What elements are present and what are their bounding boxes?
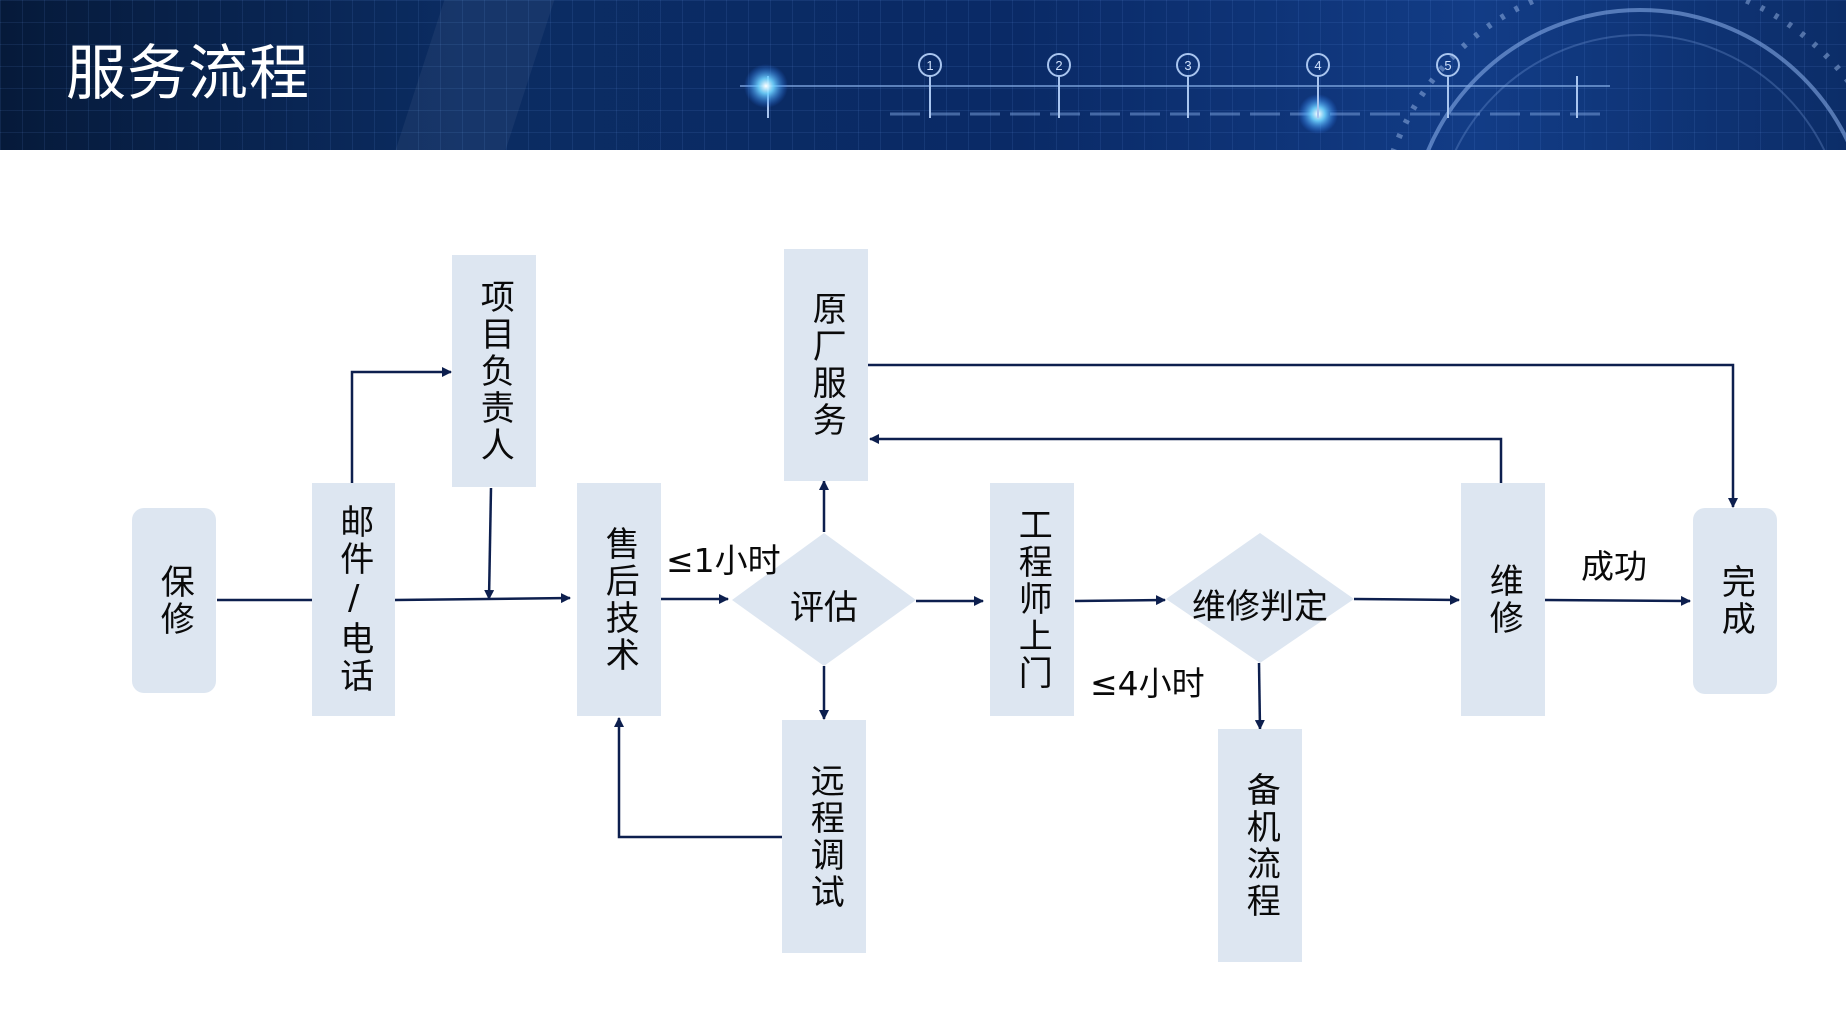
step-marker-circle [1047,53,1071,77]
node-youjian-dianhua-label: 邮件/电话 [333,504,374,695]
node-gongchengshi-shangmen-label: 工程师上门 [1012,507,1053,692]
pinggu-diamond-shape [732,533,916,666]
label-success: 成功 [1581,547,1647,586]
node-baoxiu-label: 保修 [154,563,195,638]
node-gongchengshi-shangmen: 工程师上门 [990,483,1074,716]
node-yuancheng-tiaoshi-label: 远程调试 [804,762,845,911]
node-xiangmu-fuzeren: 项目负责人 [452,255,536,487]
glow-dot [744,64,788,108]
step-marker-circle [918,53,942,77]
header-decoration: 1 2 3 4 5 [740,0,1846,150]
node-yuanchang-fuwu-label: 原厂服务 [806,291,847,439]
step-marker-number: 5 [1444,58,1451,73]
node-weixiu: 维修 [1461,483,1545,716]
step-marker-circle [1176,53,1200,77]
step-marker-number: 2 [1055,58,1062,73]
step-marker-number: 4 [1314,58,1321,73]
node-yuancheng-tiaoshi: 远程调试 [782,720,866,953]
node-wancheng-label: 完成 [1715,564,1756,638]
node-beiji-liucheng: 备机流程 [1218,729,1302,962]
node-yuanchang-fuwu: 原厂服务 [784,249,868,481]
weixiu-panding-diamond-shape [1166,533,1354,663]
arrow-panding-to-weixiu [1353,594,1460,605]
node-shouhou-jishu-label: 售后技术 [599,525,640,674]
arrow-weixiu-to-wancheng [1544,595,1691,606]
step-marker-circle [1306,53,1330,77]
arrow-mail-to-shouhou [394,593,571,604]
node-weixiu-label: 维修 [1483,562,1524,637]
arrow-yuancheng-to-shouhou [614,717,782,839]
arrow-panding-to-beiji [1254,662,1265,730]
header-grid-pattern [0,0,1846,150]
header-banner [0,0,1846,150]
arrow-mail-to-xiangmu [350,367,452,483]
arrow-gongchengshi-to-panding [1074,595,1166,606]
node-baoxiu: 保修 [132,508,216,693]
arrow-yuanchang-to-wancheng [868,363,1738,508]
step-markers: 1 2 3 4 5 [918,53,1460,118]
arrow-xiangmu-to-line [484,487,495,600]
node-xiangmu-fuzeren-label: 项目负责人 [474,278,515,464]
header-timeline [740,64,1610,134]
node-beiji-liucheng-label: 备机流程 [1240,771,1281,920]
label-within-4-hours: ≤4小时 [1090,664,1205,703]
node-pinggu-label: 评估 [790,588,858,628]
page-title: 服务流程 [66,39,310,109]
arrow-weixiu-to-yuanchang [869,434,1503,483]
node-youjian-dianhua: 邮件/电话 [312,483,395,716]
header-arc [1390,0,1846,150]
node-shouhou-jishu: 售后技术 [577,483,661,716]
step-marker-number: 1 [926,58,933,73]
node-wancheng: 完成 [1693,508,1777,694]
label-within-1-hour: ≤1小时 [666,541,781,580]
node-weixiu-panding-label: 维修判定 [1192,587,1328,627]
step-marker-number: 3 [1184,58,1191,73]
flow-connectors [217,363,1738,839]
step-marker-circle [1436,53,1460,77]
